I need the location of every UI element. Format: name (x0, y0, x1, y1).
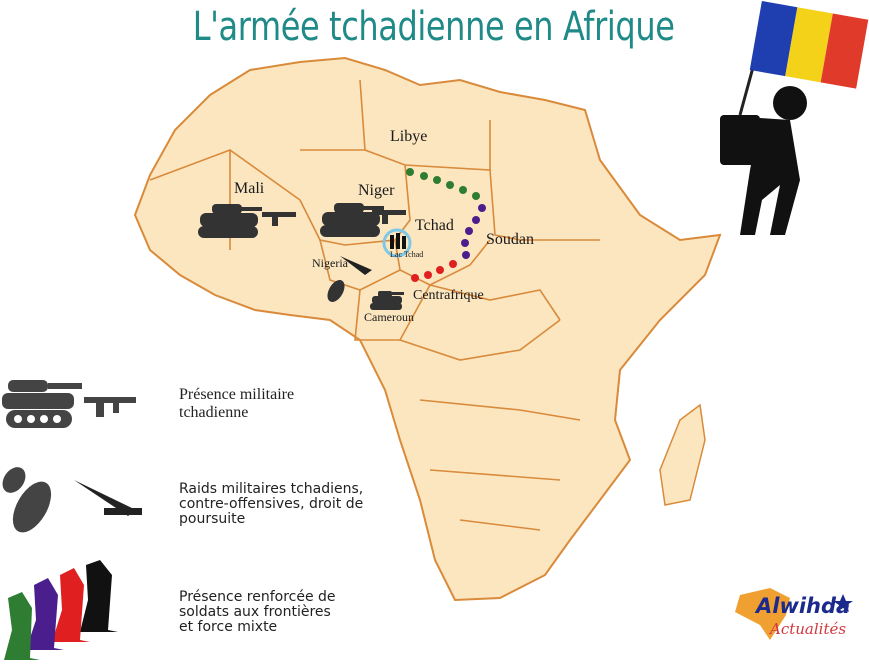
label-niger: Niger (358, 182, 395, 199)
label-lac-tchad: Lac Tchad (390, 250, 424, 259)
green-soldiers-chain (406, 168, 480, 200)
red-soldiers-chain (411, 260, 457, 282)
legend-soldiers-icon (4, 560, 118, 660)
africa-landmass (133, 56, 722, 602)
tank-icon-cameroun (370, 291, 404, 310)
page-title: L'armée tchadienne en Afrique (192, 4, 675, 50)
label-libye: Libye (390, 128, 428, 145)
label-soudan: Soudan (486, 231, 534, 248)
tank-icon-niger (320, 203, 406, 237)
logo-africa-shape (735, 588, 790, 640)
missile-icon-nigeria (340, 256, 372, 275)
label-nigeria: Nigeria (312, 256, 348, 270)
legend-bomb-missile-icon (2, 467, 142, 533)
label-cameroun: Cameroun (364, 310, 414, 324)
label-centrafrique: Centrafrique (413, 288, 484, 303)
flag-bearer-icon (720, 0, 869, 235)
lac-tchad-marker (382, 228, 412, 258)
bomb-icon-nigeria (327, 280, 345, 302)
label-tchad: Tchad (415, 217, 454, 234)
tank-icon-mali (198, 204, 296, 238)
label-mali: Mali (234, 180, 265, 197)
legend-label-presence: Présence militaire tchadienne (179, 386, 295, 421)
legend-tank-rifle-icon (2, 380, 136, 428)
madagascar (659, 403, 706, 506)
black-soldiers-lac (390, 233, 406, 249)
logo-star-icon (833, 594, 853, 612)
purple-soldiers-chain (461, 204, 486, 259)
legend-label-soldiers: Présence renforcée de soldats aux fronti… (179, 589, 336, 635)
logo-text-alwihda: Alwihda (756, 594, 851, 618)
logo-text-actualites: Actualités (770, 620, 847, 638)
legend-label-raids: Raids militaires tchadiens, contre-offen… (179, 481, 364, 527)
